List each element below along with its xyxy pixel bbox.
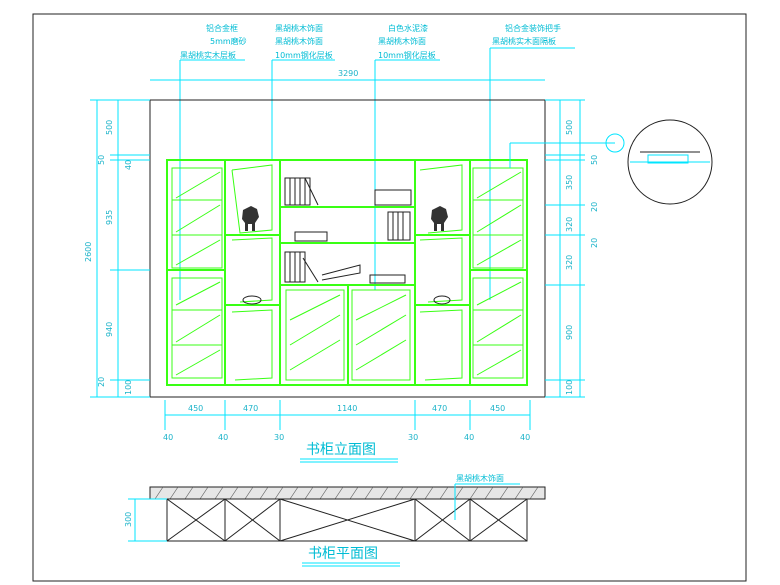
dim-bottom: 450: [188, 404, 203, 413]
dim-left: 100: [124, 380, 133, 395]
dim-gap: 40: [163, 433, 173, 442]
dim-overall: 3290: [338, 69, 358, 78]
dim-left: 500: [105, 120, 114, 135]
wall-outline: [149, 99, 546, 398]
note-group-3: 白色水泥漆 黑胡桃木饰面 10mm钢化层板: [378, 23, 436, 60]
plan-note: 黑胡桃木饰面: [456, 473, 504, 483]
note-text: 黑胡桃木饰面: [378, 36, 426, 46]
detail-circle: [627, 119, 713, 205]
note-group-4: 铝合金装饰把手 黑胡桃实木面隔板: [492, 23, 561, 46]
note-text: 黑胡桃木饰面: [275, 23, 323, 33]
glass-door-left: [171, 167, 223, 379]
dim-gap: 30: [274, 433, 284, 442]
dim-left: 50: [97, 155, 106, 165]
dim-plan-depth: 300: [124, 512, 133, 527]
note-text: 黑胡桃实木层板: [180, 50, 236, 60]
bottom-dim-lines: [164, 400, 531, 430]
right-dim-lines: [545, 99, 585, 398]
dim-gap: 40: [520, 433, 530, 442]
note-text: 铝合金装饰把手: [505, 23, 561, 33]
leader-lines: [179, 47, 575, 300]
note-text: 5mm磨砂: [210, 36, 247, 46]
dim-right: 320: [565, 217, 574, 232]
note-text: 白色水泥漆: [388, 23, 428, 33]
sheet-border: [32, 13, 747, 582]
glass-door-middle: [285, 289, 411, 381]
cabinet-dividers: [167, 160, 527, 385]
dim-right: 500: [565, 120, 574, 135]
dim-right: 350: [565, 175, 574, 190]
books-top: [284, 177, 412, 284]
note-text: 黑胡桃实木面隔板: [492, 36, 556, 46]
dim-right: 900: [565, 325, 574, 340]
dim-bottom: 470: [243, 404, 258, 413]
dim-bottom: 470: [432, 404, 447, 413]
handle-leader: [509, 133, 625, 168]
dim-bottom: 1140: [337, 404, 357, 413]
horse-icon: [431, 206, 448, 231]
dim-gap: 40: [218, 433, 228, 442]
dim-bottom: 450: [490, 404, 505, 413]
note-group-1: 铝合金框 5mm磨砂 黑胡桃实木层板: [180, 23, 247, 60]
note-text: 铝合金框: [206, 23, 238, 33]
note-text: 黑胡桃木饰面: [275, 36, 323, 46]
dim-right: 50: [590, 155, 599, 165]
dim-right: 100: [565, 380, 574, 395]
dim-right: 20: [590, 238, 599, 248]
horse-icon: [242, 206, 259, 231]
note-text: 10mm钢化层板: [378, 50, 436, 60]
dim-right: 320: [565, 255, 574, 270]
plan-view: [128, 483, 546, 542]
elevation-title: 书柜立面图: [306, 442, 376, 458]
note-text: 10mm钢化层板: [275, 50, 333, 60]
dim-gap: 40: [464, 433, 474, 442]
left-dim-lines: [90, 99, 150, 398]
dim-left: 20: [97, 377, 106, 387]
dim-left: 940: [105, 322, 114, 337]
dim-gap: 30: [408, 433, 418, 442]
note-group-2: 黑胡桃木饰面 黑胡桃木饰面 10mm钢化层板: [275, 23, 333, 60]
dim-left: 935: [105, 210, 114, 225]
dim-right: 20: [590, 202, 599, 212]
plan-title: 书柜平面图: [308, 546, 378, 562]
dim-left: 40: [124, 160, 133, 170]
ornament: [242, 295, 451, 305]
slanted-panels: [231, 164, 463, 381]
dim-left-total: 2600: [84, 242, 93, 262]
glass-door-right: [472, 167, 524, 379]
